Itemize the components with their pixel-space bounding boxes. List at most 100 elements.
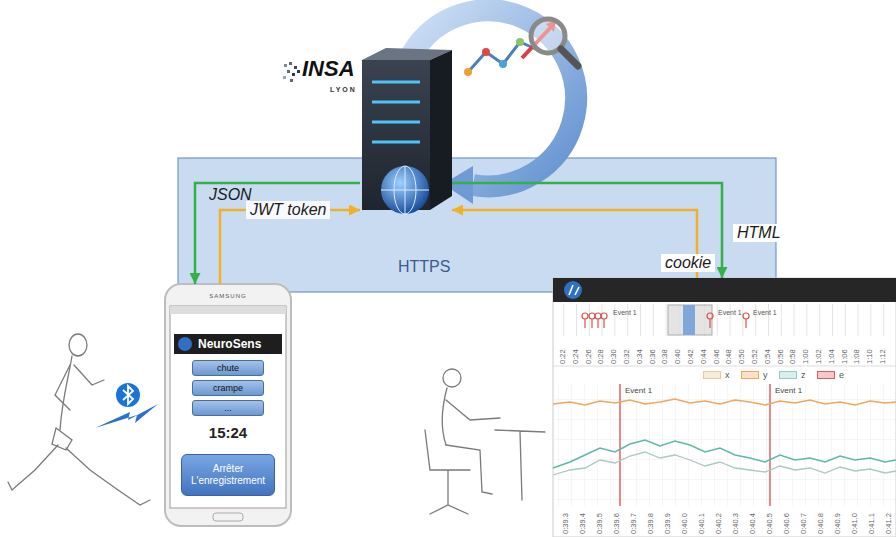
user-torso <box>442 388 447 445</box>
timeline-event: Event 1 <box>718 308 742 317</box>
network-globe <box>381 166 429 214</box>
time-tick: 0:40.3 <box>731 513 740 534</box>
logo-dot <box>284 64 287 67</box>
time-tick: 0:58 <box>788 349 797 364</box>
legend-label: y <box>763 369 768 381</box>
bluetooth-rune <box>123 386 133 404</box>
globe-grid <box>394 166 416 214</box>
time-tick: 0:39.8 <box>646 513 655 534</box>
legend-swatch <box>741 371 759 379</box>
time-tick: 1:02 <box>814 349 823 364</box>
runner-leg <box>8 445 58 490</box>
event-button: ... <box>192 400 264 416</box>
event-label: Event 1 <box>625 386 652 396</box>
timeline-event: Event 1 <box>753 308 777 317</box>
flow-arrow <box>195 183 360 284</box>
home-button <box>213 513 243 521</box>
runner-arm <box>74 365 104 385</box>
logo-dot <box>290 79 293 82</box>
server-leds <box>372 82 420 142</box>
event-button: chute <box>192 360 264 376</box>
time-tick: 0:40.9 <box>833 513 842 534</box>
button-label: ... <box>194 402 262 414</box>
phone-brand: SAMSUNG <box>209 292 246 300</box>
server-node: INSALYON <box>360 42 452 216</box>
time-tick: 0:39.6 <box>612 513 621 534</box>
pin-head <box>589 313 595 319</box>
button-label: chute <box>194 362 262 374</box>
logo-dot <box>283 76 286 79</box>
legend-swatch <box>817 371 835 379</box>
runner-leg <box>66 448 150 505</box>
time-tick: 0:39.3 <box>561 513 570 534</box>
legend-label: x <box>725 369 730 381</box>
time-tick: 0:40.5 <box>765 513 774 534</box>
time-tick: 0:40.4 <box>748 513 757 534</box>
time-tick: 0:38 <box>660 349 669 364</box>
time-tick: 0:26 <box>584 349 593 364</box>
series-y <box>553 399 896 405</box>
globe-grid <box>381 166 429 214</box>
time-tick: 1:04 <box>827 349 836 364</box>
user-head <box>443 369 461 387</box>
pin-head <box>743 313 749 319</box>
analytics-line <box>468 42 538 72</box>
time-tick: 1:00 <box>801 349 810 364</box>
desk <box>495 430 545 500</box>
band-label: HTTPS <box>398 258 450 276</box>
wireless-bolt <box>95 404 158 428</box>
time-tick: 0:24 <box>571 349 580 364</box>
analytics-dot <box>482 48 490 56</box>
flow-arrow <box>220 210 360 284</box>
edge-label: HTML <box>733 224 785 242</box>
phone-app: SAMSUNGNeuroSens15:24chutecrampe...Arrêt… <box>165 284 291 526</box>
legend-swatch <box>703 371 721 379</box>
time-tick: 0:46 <box>712 349 721 364</box>
time-tick: 0:34 <box>635 349 644 364</box>
time-tick: 0:39.7 <box>629 513 638 534</box>
webapp-window <box>553 278 896 537</box>
time-tick: 0:22 <box>558 349 567 364</box>
time-tick: 0:28 <box>596 349 605 364</box>
time-tick: 0:36 <box>648 349 657 364</box>
magnifier-handle <box>561 49 578 66</box>
time-tick: 0:40.0 <box>680 513 689 534</box>
time-tick: 0:48 <box>724 349 733 364</box>
button-label: Arrêter L'enregistrement <box>186 463 270 487</box>
time-tick: 0:42 <box>686 349 695 364</box>
time-tick: 0:44 <box>699 349 708 364</box>
button-label: crampe <box>194 382 262 394</box>
chart-grid <box>553 384 896 506</box>
pin-head <box>707 313 713 319</box>
time-tick: 0:30 <box>609 349 618 364</box>
user-arm <box>446 400 500 420</box>
edge-label: cookie <box>661 254 715 272</box>
analytics-dot <box>516 38 524 46</box>
timeline-grid <box>553 304 896 336</box>
time-tick: 0:40.7 <box>799 513 808 534</box>
panel-divider <box>553 366 896 367</box>
time-tick: 0:40.6 <box>782 513 791 534</box>
time-tick: 0:40.1 <box>697 513 706 534</box>
logo-dot <box>292 73 295 76</box>
app-icon <box>178 337 192 351</box>
webapp-logo <box>564 281 582 299</box>
timeline-brush <box>668 305 712 335</box>
time-tick: 0:39.9 <box>663 513 672 534</box>
flow-arrow <box>452 183 722 278</box>
timeline-event: Event 1 <box>613 308 637 317</box>
logo-dot <box>287 70 290 73</box>
analytics-dot <box>464 68 472 76</box>
runner-arm <box>55 365 70 410</box>
pin-stem <box>585 319 746 328</box>
runner-torso <box>60 356 72 430</box>
user-sketch <box>425 369 545 514</box>
runner-head <box>69 334 87 356</box>
pin-head <box>601 313 607 319</box>
analytics-dot <box>499 60 507 68</box>
bluetooth-icon <box>116 383 140 407</box>
pin-head <box>582 313 588 319</box>
time-tick: 1:10 <box>865 349 874 364</box>
time-tick: 1:06 <box>840 349 849 364</box>
legend-swatch <box>779 371 797 379</box>
